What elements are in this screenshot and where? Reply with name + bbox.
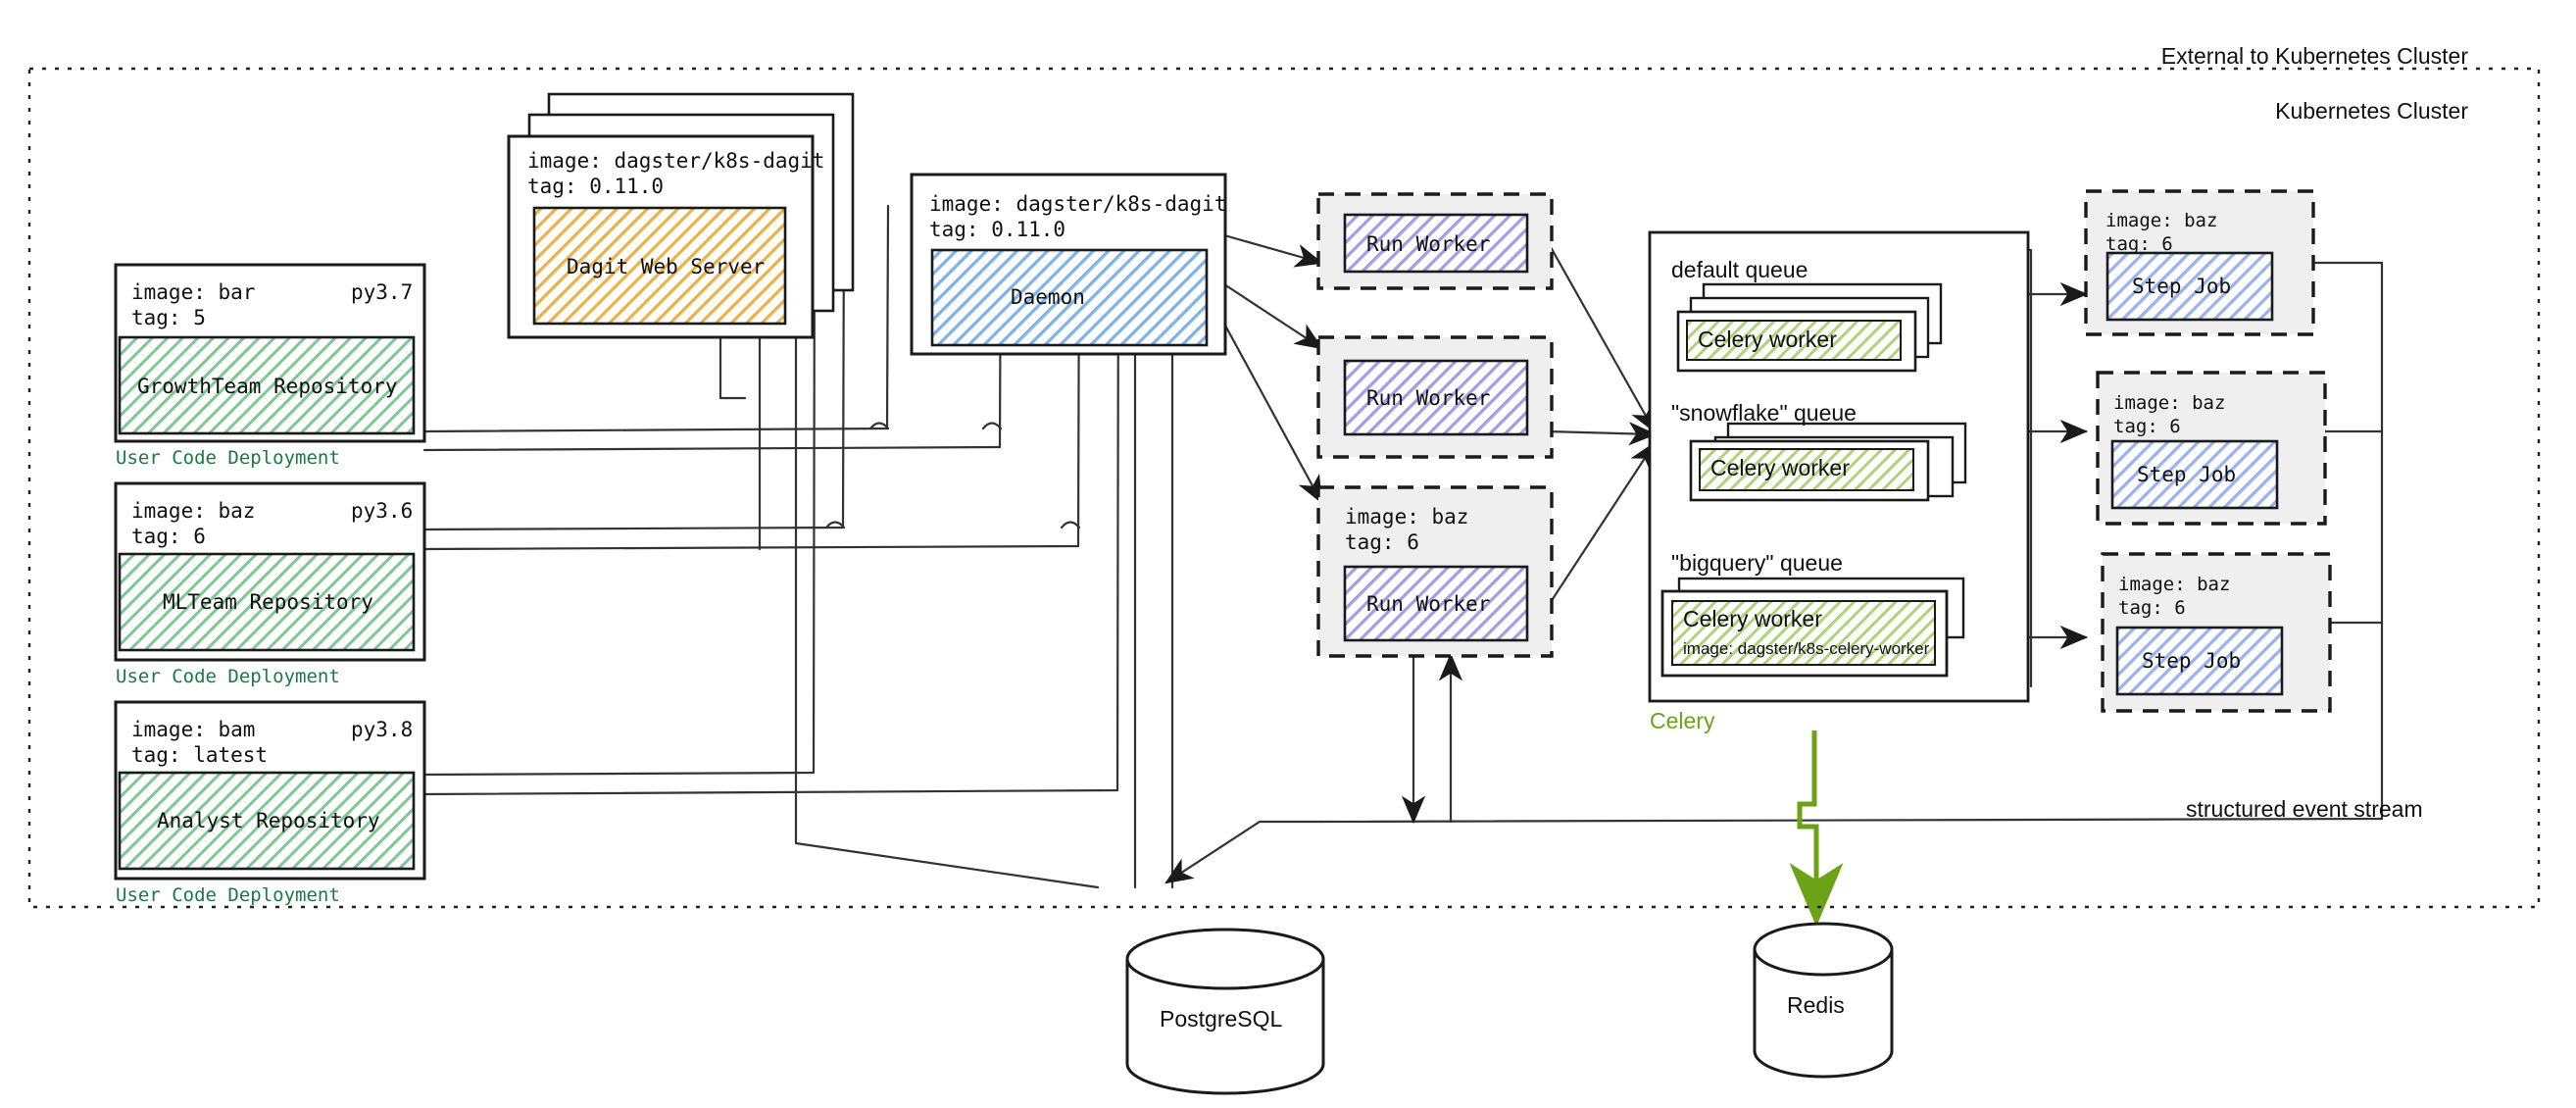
step-job-pod-2 <box>2096 371 2327 526</box>
run-worker-pod-1 <box>1316 192 1554 290</box>
user-code-deployment-2 <box>114 481 426 662</box>
postgresql-cylinder <box>1125 928 1325 1095</box>
step-job-pod-3 <box>2101 552 2332 713</box>
user-code-deployment-3 <box>114 700 426 881</box>
dagit-web-server-node <box>507 92 855 339</box>
kubernetes-cluster-boundary <box>27 67 2541 909</box>
redis-cylinder <box>1753 922 1894 1079</box>
run-worker-pod-3 <box>1316 485 1554 658</box>
step-job-pod-1 <box>2084 189 2315 336</box>
daemon-node <box>910 173 1227 356</box>
run-worker-pod-2 <box>1316 335 1554 459</box>
celery-container <box>1648 230 2030 703</box>
user-code-deployment-1 <box>114 263 426 443</box>
